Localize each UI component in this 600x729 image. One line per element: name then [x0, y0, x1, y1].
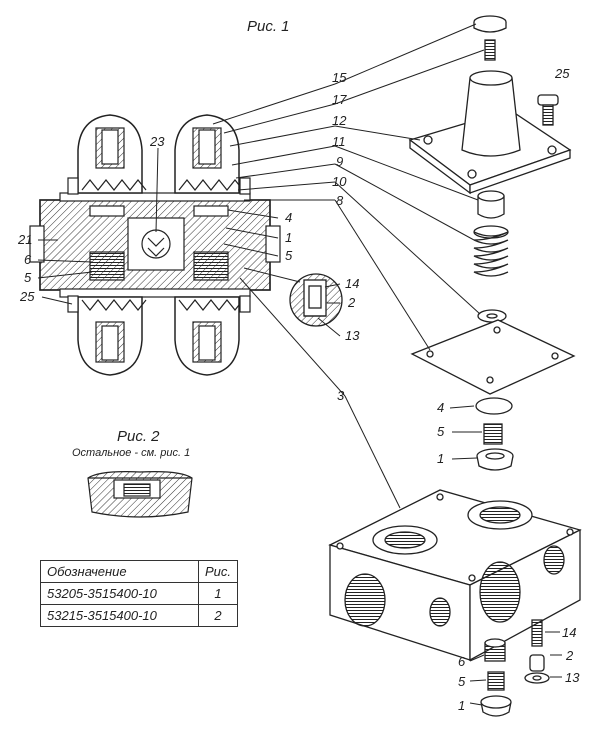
- callout-5-right: 5: [437, 424, 445, 439]
- callout-25: 25: [19, 289, 35, 304]
- figure2-caption: Рис. 2: [117, 428, 160, 445]
- callout-2-right: 2: [565, 648, 574, 663]
- table-cell: 53205-3515400-10: [40, 582, 199, 605]
- exploded-view: [328, 15, 582, 717]
- figure2-drawing: [87, 471, 193, 518]
- detail-circle: [289, 273, 343, 327]
- callout-14-right: 14: [562, 625, 576, 640]
- callout-5b: 5: [24, 270, 32, 285]
- table-header-row: Обозначение Рис.: [40, 560, 239, 583]
- table-cell: 2: [197, 604, 239, 627]
- callout-10: 10: [332, 174, 347, 189]
- callout-25-right: 25: [554, 66, 570, 81]
- table-header: Обозначение: [40, 560, 199, 583]
- leader-lines: [37, 23, 562, 706]
- callout-11: 11: [332, 134, 346, 149]
- callout-1: 1: [285, 230, 292, 245]
- callout-4-right: 4: [437, 400, 444, 415]
- callout-8: 8: [336, 193, 344, 208]
- callout-1b-right: 1: [458, 698, 465, 713]
- callout-6-right: 6: [458, 654, 466, 669]
- callout-23: 23: [149, 134, 165, 149]
- callout-15: 15: [332, 70, 347, 85]
- table-header: Рис.: [197, 560, 239, 583]
- designation-table: Обозначение Рис. 53205-3515400-10 1 5321…: [40, 560, 239, 627]
- callout-12: 12: [332, 113, 347, 128]
- callout-3: 3: [337, 388, 345, 403]
- callout-17: 17: [332, 92, 347, 107]
- callout-14: 14: [345, 276, 359, 291]
- callout-13-right: 13: [565, 670, 580, 685]
- callout-numbers: 15 17 12 11 9 10 8 23 4 1 5 21 6 5 25 14…: [17, 66, 580, 713]
- callout-2: 2: [347, 295, 356, 310]
- callout-5: 5: [285, 248, 293, 263]
- figure2-note: Остальное - см. рис. 1: [72, 447, 191, 459]
- table-row: 53215-3515400-10 2: [40, 604, 239, 627]
- callout-6: 6: [24, 252, 32, 267]
- callout-9: 9: [336, 154, 343, 169]
- callout-21: 21: [17, 232, 32, 247]
- table-cell: 1: [197, 582, 239, 605]
- callout-13: 13: [345, 328, 360, 343]
- callout-1-right: 1: [437, 451, 444, 466]
- callout-5c-right: 5: [458, 674, 466, 689]
- figure1-caption: Рис. 1: [247, 18, 290, 35]
- section-view: [29, 114, 281, 376]
- callout-4: 4: [285, 210, 292, 225]
- table-row: 53205-3515400-10 1: [40, 582, 239, 605]
- table-cell: 53215-3515400-10: [40, 604, 199, 627]
